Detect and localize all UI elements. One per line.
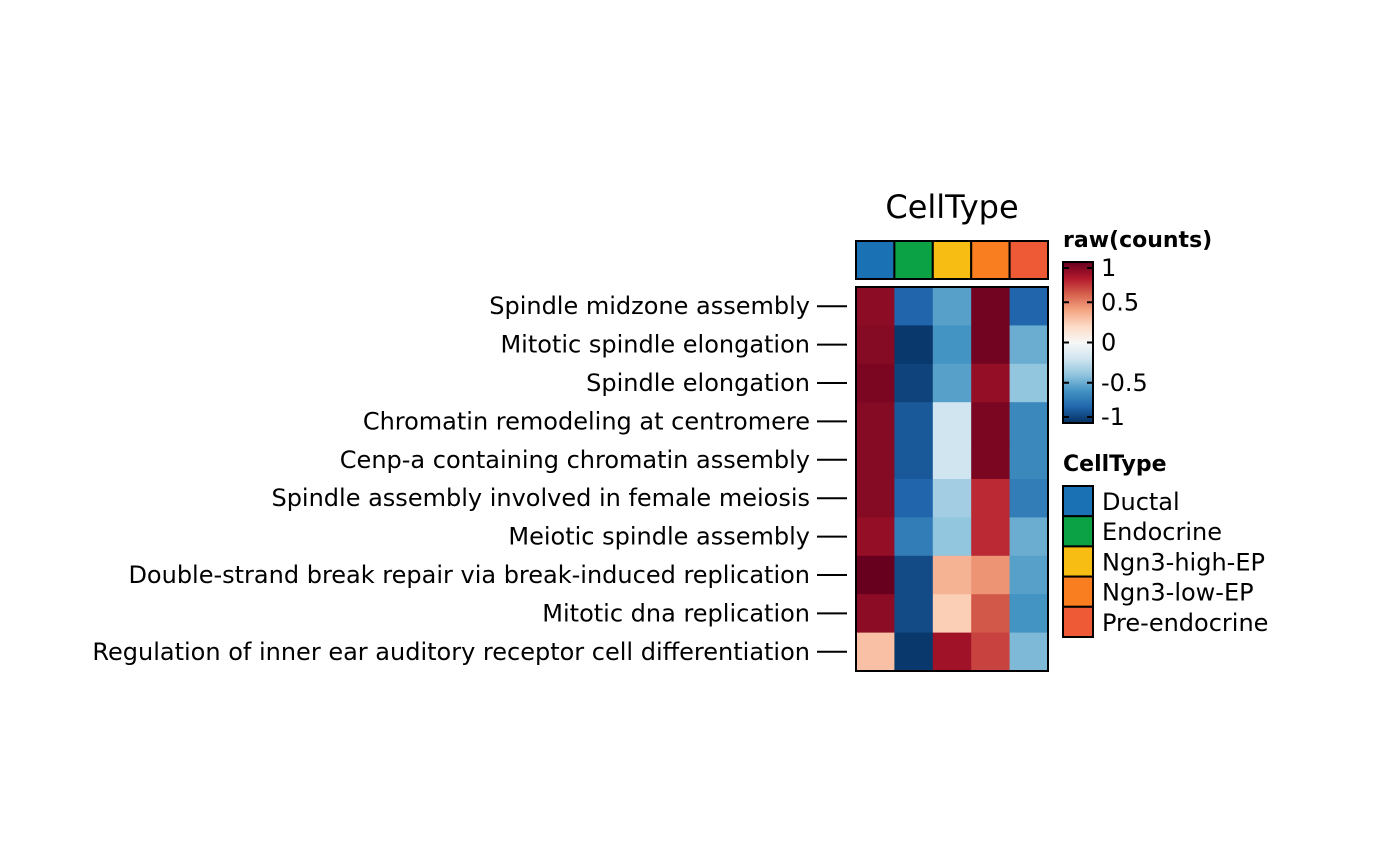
color-legend-title: raw(counts) xyxy=(1063,228,1212,253)
heatmap-cell xyxy=(1009,325,1049,365)
row-label: Spindle elongation xyxy=(586,369,810,397)
heatmap-cell xyxy=(971,363,1011,403)
legend-swatch xyxy=(1062,605,1094,638)
celltype-annotation-bar xyxy=(855,240,1049,280)
annotation-cell xyxy=(855,240,896,280)
celltype-legend-title: CellType xyxy=(1063,452,1167,477)
annotation-cell xyxy=(1008,240,1049,280)
colorbar-tick-label: 0.5 xyxy=(1101,288,1139,316)
legend-label: Pre-endocrine xyxy=(1102,609,1268,637)
heatmap-cell xyxy=(932,555,972,595)
heatmap-cell xyxy=(1009,632,1049,672)
colorbar-tick-label: -1 xyxy=(1101,403,1125,431)
heatmap-cell xyxy=(1009,594,1049,634)
heatmap-cell xyxy=(932,632,972,672)
row-label: Spindle assembly involved in female meio… xyxy=(271,484,810,512)
heatmap-cell xyxy=(971,440,1011,480)
heatmap-cell xyxy=(894,517,934,557)
heatmap-cell xyxy=(1009,402,1049,442)
heatmap-cell xyxy=(932,325,972,365)
legend-label: Ngn3-low-EP xyxy=(1102,579,1254,607)
heatmap-cell xyxy=(894,402,934,442)
colorbar-tick-label: -0.5 xyxy=(1101,369,1148,397)
heatmap-cell xyxy=(971,325,1011,365)
heatmap-cell xyxy=(894,287,934,326)
heatmap-cell xyxy=(932,517,972,557)
row-label: Double-strand break repair via break-ind… xyxy=(128,561,810,589)
heatmap-cell xyxy=(971,555,1011,595)
legend-label: Endocrine xyxy=(1102,518,1222,546)
heatmap-cell xyxy=(894,325,934,365)
heatmap-cell xyxy=(856,363,895,403)
heatmap-cell xyxy=(932,287,972,326)
heatmap-cell xyxy=(856,594,895,634)
legend-swatch xyxy=(1062,515,1094,548)
heatmap-cell xyxy=(856,555,895,595)
heatmap-cell xyxy=(856,325,895,365)
colorbar-tick-label: 1 xyxy=(1101,254,1116,282)
colorbar-tick-label: 0 xyxy=(1101,329,1116,357)
row-label: Cenp-a containing chromatin assembly xyxy=(340,446,810,474)
legend-swatch xyxy=(1062,545,1094,578)
heatmap-cell xyxy=(932,402,972,442)
heatmap-cell xyxy=(1009,440,1049,480)
heatmap-cell xyxy=(894,632,934,672)
heatmap-cell xyxy=(971,479,1011,518)
heatmap-cell xyxy=(856,479,895,518)
annotation-cell xyxy=(931,240,973,280)
heatmap-cell xyxy=(856,440,895,480)
annotation-cell xyxy=(970,240,1011,280)
row-label: Mitotic dna replication xyxy=(542,599,810,627)
row-label: Mitotic spindle elongation xyxy=(500,331,810,359)
row-label: Chromatin remodeling at centromere xyxy=(363,407,810,435)
heatmap-cell xyxy=(856,517,895,557)
legend-label: Ductal xyxy=(1102,488,1180,516)
heatmap-cell xyxy=(932,363,972,403)
chart-title: CellType xyxy=(885,188,1018,226)
heatmap-cell xyxy=(932,479,972,518)
legend-label: Ngn3-high-EP xyxy=(1102,548,1265,576)
heatmap-cell xyxy=(894,555,934,595)
heatmap-cell xyxy=(932,594,972,634)
heatmap-cell xyxy=(1009,479,1049,518)
row-label: Meiotic spindle assembly xyxy=(508,523,810,551)
heatmap-border xyxy=(855,286,1049,672)
row-label: Regulation of inner ear auditory recepto… xyxy=(92,638,810,666)
heatmap-cell xyxy=(971,402,1011,442)
heatmap-cell xyxy=(894,440,934,480)
heatmap-cell xyxy=(894,479,934,518)
heatmap-cell xyxy=(971,594,1011,634)
legend-swatch xyxy=(1062,485,1094,518)
heatmap-cells xyxy=(855,286,1049,672)
color-legend: raw(counts) 1 0.5 0 -0.5 -1 xyxy=(1062,228,1212,431)
heatmap-cell xyxy=(894,594,934,634)
annotation-cell xyxy=(893,240,934,280)
heatmap-cell xyxy=(971,517,1011,557)
heatmap-cell xyxy=(856,287,895,326)
heatmap-cell xyxy=(1009,517,1049,557)
heatmap-cell xyxy=(1009,555,1049,595)
heatmap-cell xyxy=(856,632,895,672)
heatmap-cell xyxy=(1009,287,1049,326)
heatmap-cell xyxy=(894,363,934,403)
heatmap-cell xyxy=(971,632,1011,672)
legend-swatch xyxy=(1062,575,1094,608)
heatmap-cell xyxy=(971,287,1011,326)
row-label: Spindle midzone assembly xyxy=(489,292,810,320)
heatmap-cell xyxy=(932,440,972,480)
heatmap-cell xyxy=(856,402,895,442)
heatmap-cell xyxy=(1009,363,1049,403)
